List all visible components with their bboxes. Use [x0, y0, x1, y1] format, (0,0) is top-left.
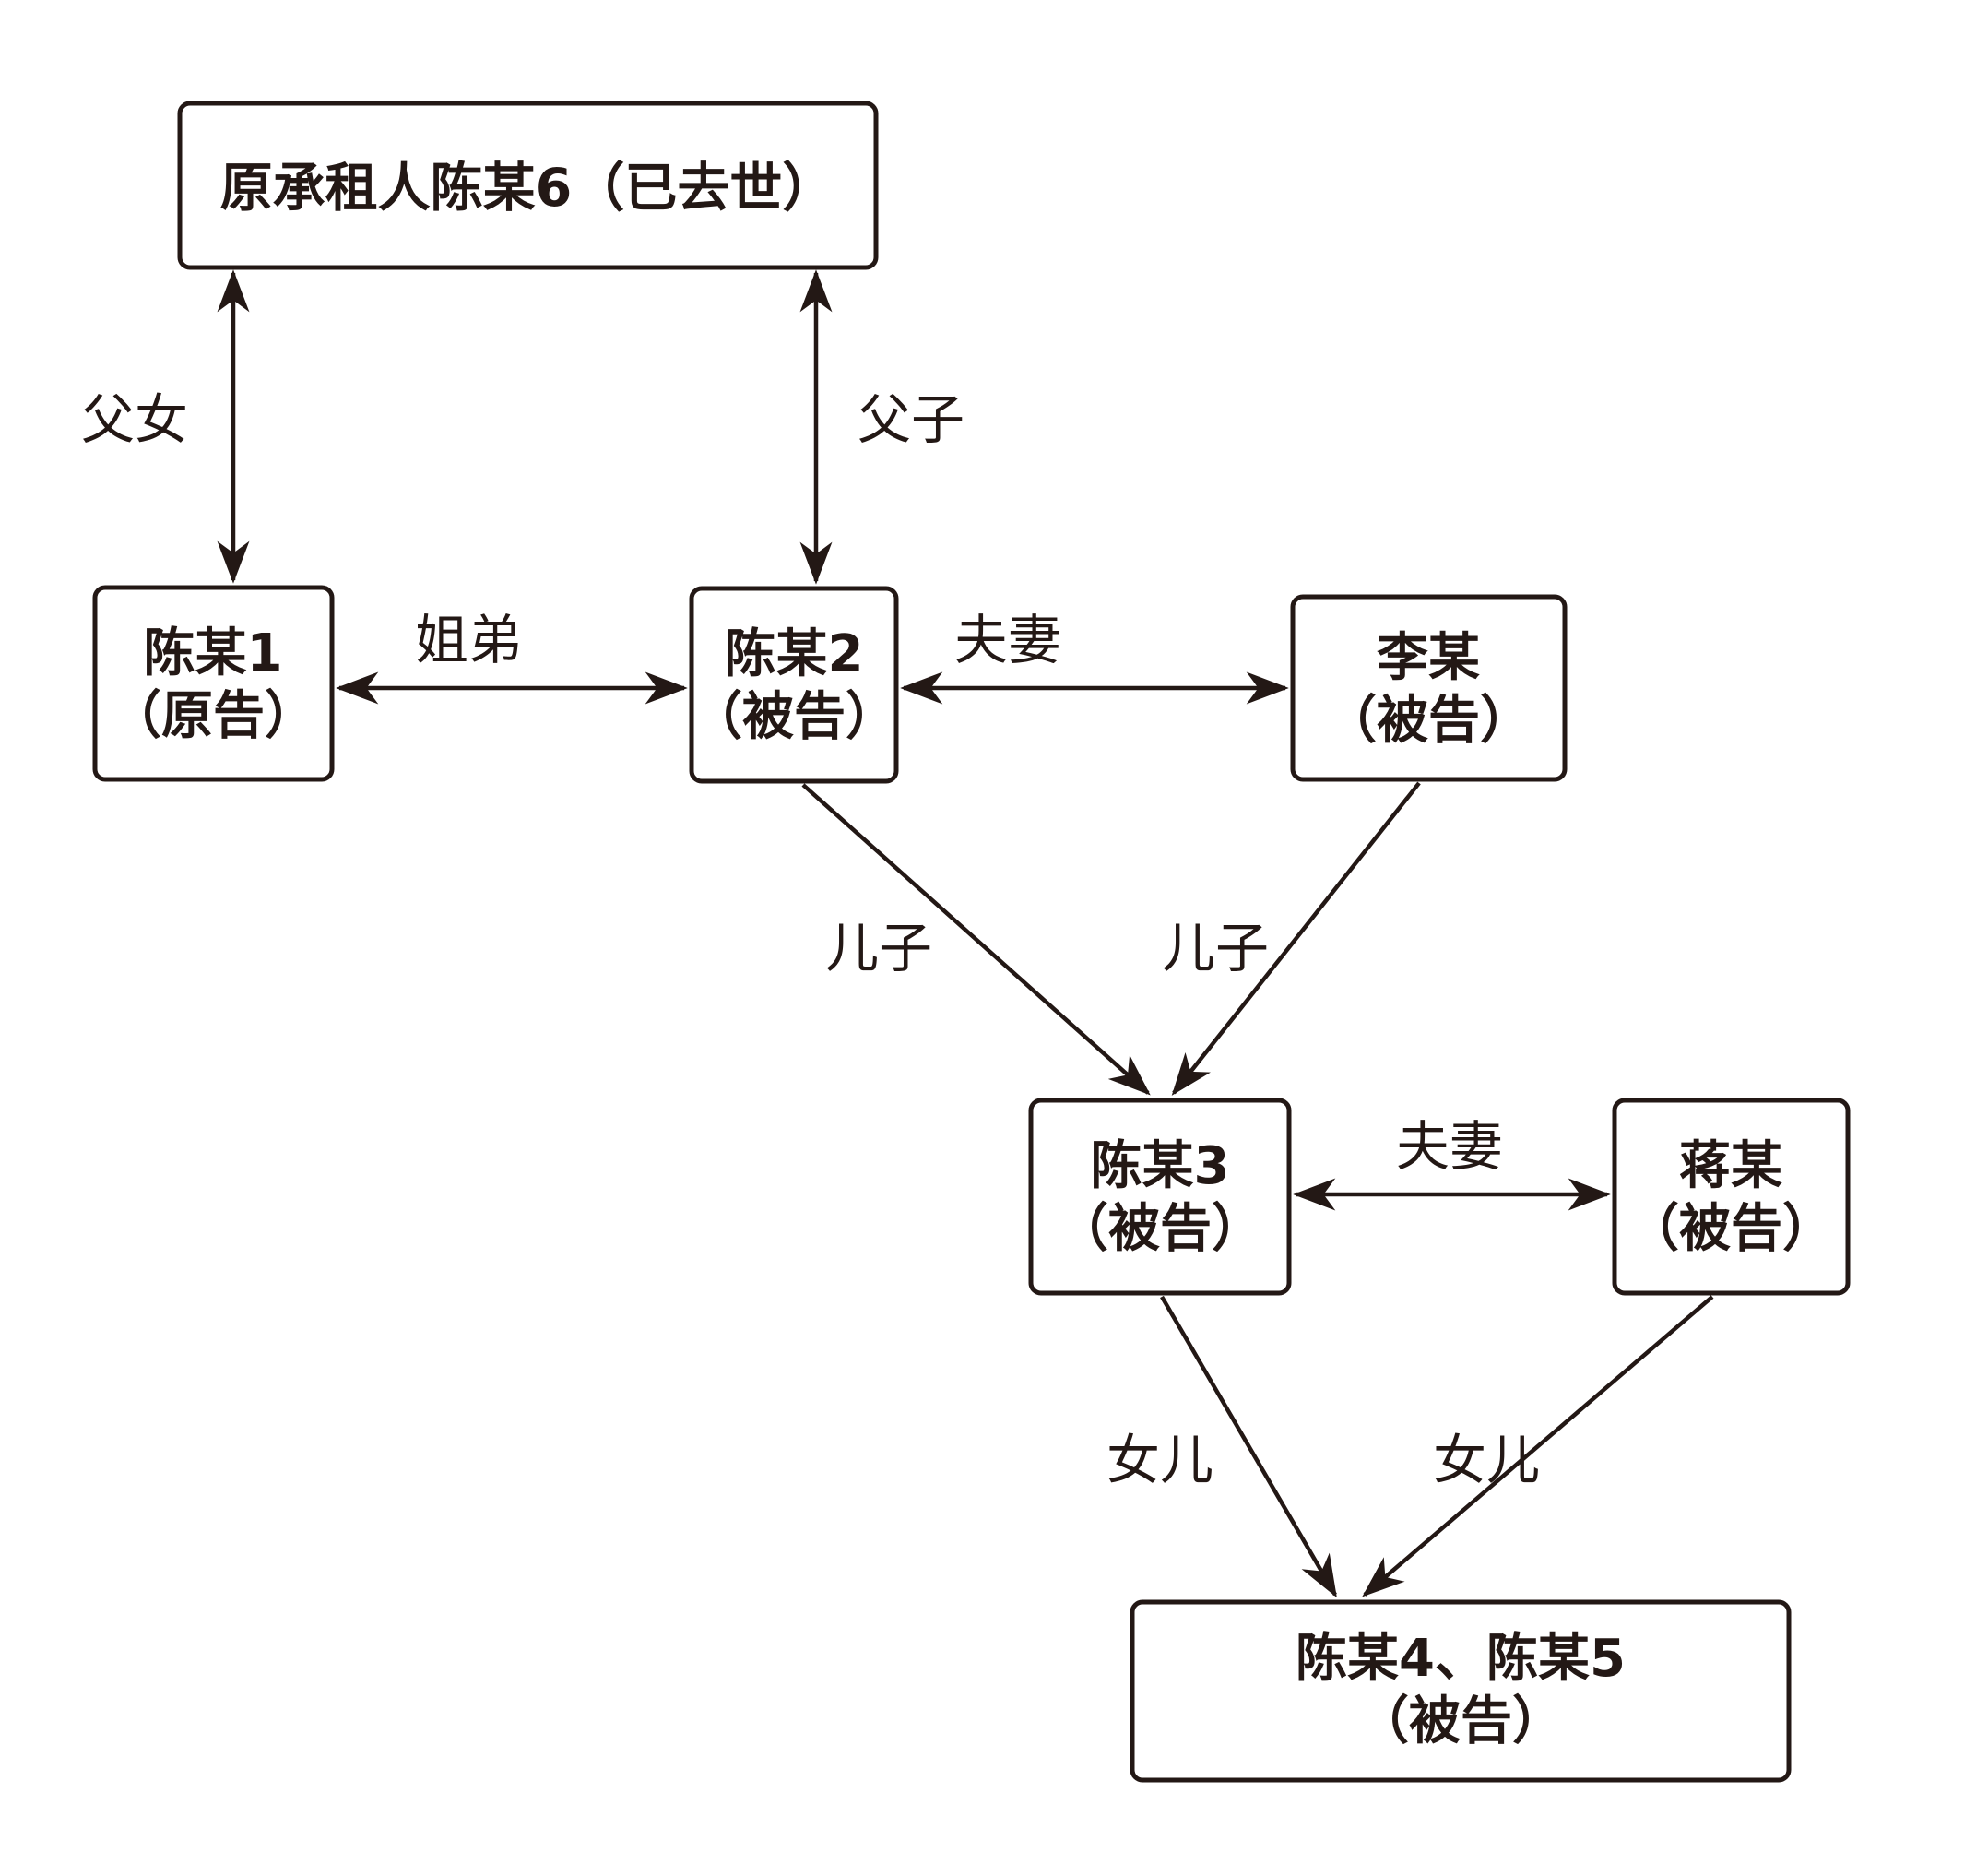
- edge-label-spouses-bottom: 夫妻: [1396, 1115, 1503, 1178]
- node-chen1-name: 陈某1: [144, 623, 283, 683]
- edge-label-son-left: 儿子: [825, 917, 932, 979]
- node-chen6-box: [177, 101, 879, 270]
- node-jiang-role: （被告）: [1627, 1199, 1834, 1259]
- node-chen45-role: （被告）: [1357, 1692, 1564, 1751]
- edge-daughter-right-arrow: [1362, 1295, 1714, 1597]
- edge-label-spouses-top: 夫妻: [954, 609, 1061, 671]
- node-chen2-box: [689, 586, 899, 784]
- edge-son-left-arrow: [801, 783, 1151, 1096]
- edge-label-father-daughter: 父女: [81, 388, 188, 451]
- node-li-name: 李某: [1377, 628, 1480, 688]
- edge-daughter-left-arrow: [1160, 1295, 1337, 1598]
- node-chen3-box: [1028, 1098, 1292, 1296]
- node-chen45-name: 陈某4、陈某5: [1296, 1629, 1626, 1689]
- edge-label-son-right: 儿子: [1162, 917, 1269, 979]
- node-chen2-role: （被告）: [691, 687, 897, 747]
- node-jiang-name: 蒋某: [1679, 1136, 1782, 1196]
- node-chen3-name: 陈某3: [1091, 1136, 1230, 1196]
- node-jiang-box: [1612, 1098, 1851, 1296]
- edge-label-father-son: 父子: [858, 388, 964, 451]
- node-li-role: （被告）: [1325, 691, 1532, 751]
- edge-label-sister-brother: 姐弟: [415, 609, 522, 671]
- edge-son-right-arrow: [1171, 781, 1421, 1096]
- node-chen1-box: [92, 585, 335, 782]
- node-chen3-role: （被告）: [1057, 1199, 1263, 1259]
- edge-label-daughter-left: 女儿: [1106, 1429, 1213, 1491]
- node-chen1-role: （原告）: [110, 686, 316, 746]
- node-chen45-box: [1130, 1599, 1792, 1783]
- node-chen2-name: 陈某2: [725, 624, 864, 684]
- node-chen6-label: 原承租人陈某6（已去世）: [220, 158, 835, 219]
- edge-label-daughter-right: 女儿: [1433, 1429, 1540, 1491]
- node-li-box: [1290, 594, 1568, 782]
